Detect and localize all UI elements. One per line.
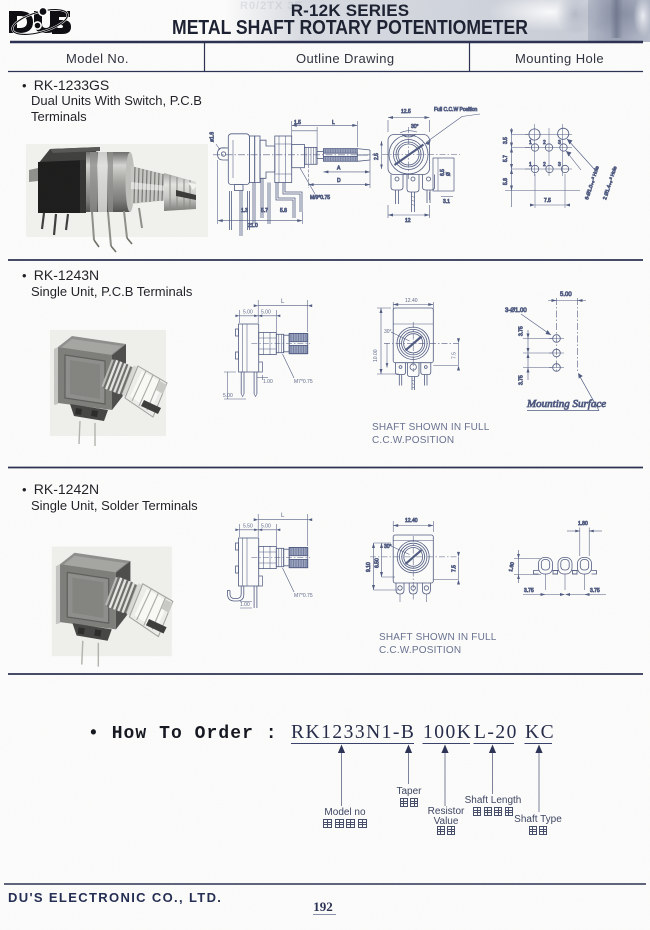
svg-text:Ø: Ø bbox=[446, 172, 452, 176]
svg-text:Mounting Surface: Mounting Surface bbox=[526, 398, 606, 410]
svg-text:3.5: 3.5 bbox=[503, 137, 509, 144]
svg-text:30°: 30° bbox=[411, 124, 419, 130]
svg-text:6-Ø1.0₊₀·² Hole: 6-Ø1.0₊₀·² Hole bbox=[584, 165, 601, 200]
svg-text:5.7: 5.7 bbox=[261, 208, 268, 214]
svg-text:5.8: 5.8 bbox=[280, 208, 287, 214]
svg-text:5.50: 5.50 bbox=[243, 524, 253, 530]
svg-text:3: 3 bbox=[558, 162, 561, 168]
svg-text:L: L bbox=[281, 513, 285, 519]
svg-text:3.75: 3.75 bbox=[590, 588, 600, 594]
svg-text:2.5: 2.5 bbox=[374, 153, 380, 160]
svg-text:9.10: 9.10 bbox=[366, 562, 372, 572]
svg-text:2 Ø1.4₊₀·² Hole: 2 Ø1.4₊₀·² Hole bbox=[602, 166, 619, 201]
svg-text:5.00: 5.00 bbox=[261, 310, 271, 316]
svg-text:1.3: 1.3 bbox=[241, 208, 248, 214]
svg-text:D: D bbox=[337, 178, 341, 184]
svg-text:30°: 30° bbox=[384, 544, 392, 550]
svg-text:1.60: 1.60 bbox=[508, 561, 516, 572]
svg-text:21.0: 21.0 bbox=[248, 223, 258, 229]
svg-text:1.5: 1.5 bbox=[294, 120, 301, 126]
svg-text:7.5: 7.5 bbox=[452, 352, 458, 359]
svg-text:L: L bbox=[332, 120, 335, 126]
svg-text:Full C.C.W Position: Full C.C.W Position bbox=[434, 107, 478, 113]
svg-text:3.1: 3.1 bbox=[443, 199, 450, 205]
svg-text:30°: 30° bbox=[384, 329, 392, 335]
svg-text:ø1.6: ø1.6 bbox=[210, 132, 216, 142]
svg-text:1.00: 1.00 bbox=[263, 379, 273, 385]
svg-text:5.00: 5.00 bbox=[560, 292, 572, 298]
svg-text:1.00: 1.00 bbox=[240, 602, 250, 608]
svg-text:2: 2 bbox=[543, 162, 546, 168]
svg-text:L: L bbox=[281, 299, 285, 305]
svg-text:12.5: 12.5 bbox=[401, 109, 411, 115]
svg-text:3.75: 3.75 bbox=[519, 326, 525, 336]
svg-text:1.80: 1.80 bbox=[578, 521, 588, 527]
svg-text:7.5: 7.5 bbox=[544, 198, 551, 204]
svg-text:12: 12 bbox=[405, 218, 411, 224]
svg-text:3-Ø1.00: 3-Ø1.00 bbox=[505, 308, 527, 314]
svg-text:5.00: 5.00 bbox=[243, 310, 253, 316]
svg-text:2: 2 bbox=[543, 140, 546, 146]
svg-text:3: 3 bbox=[558, 140, 561, 146]
svg-text:1: 1 bbox=[529, 162, 532, 168]
svg-text:5.00: 5.00 bbox=[261, 524, 271, 530]
svg-text:1: 1 bbox=[529, 140, 532, 146]
svg-text:12.40: 12.40 bbox=[405, 518, 418, 524]
svg-text:3.75: 3.75 bbox=[524, 588, 534, 594]
svg-text:A: A bbox=[337, 166, 341, 172]
svg-text:3.75: 3.75 bbox=[519, 375, 525, 385]
svg-text:6.50: 6.50 bbox=[375, 558, 381, 568]
svg-text:5.00: 5.00 bbox=[223, 393, 233, 399]
svg-text:10.00: 10.00 bbox=[373, 349, 379, 362]
svg-text:M7*0.75: M7*0.75 bbox=[294, 379, 313, 385]
svg-text:M7*0.75: M7*0.75 bbox=[294, 593, 313, 599]
svg-text:7.5: 7.5 bbox=[452, 565, 458, 572]
svg-text:12.40: 12.40 bbox=[405, 298, 418, 304]
svg-text:5.8: 5.8 bbox=[503, 178, 509, 185]
svg-text:M/9*0.75: M/9*0.75 bbox=[310, 195, 330, 201]
svg-text:5.7: 5.7 bbox=[503, 155, 509, 162]
